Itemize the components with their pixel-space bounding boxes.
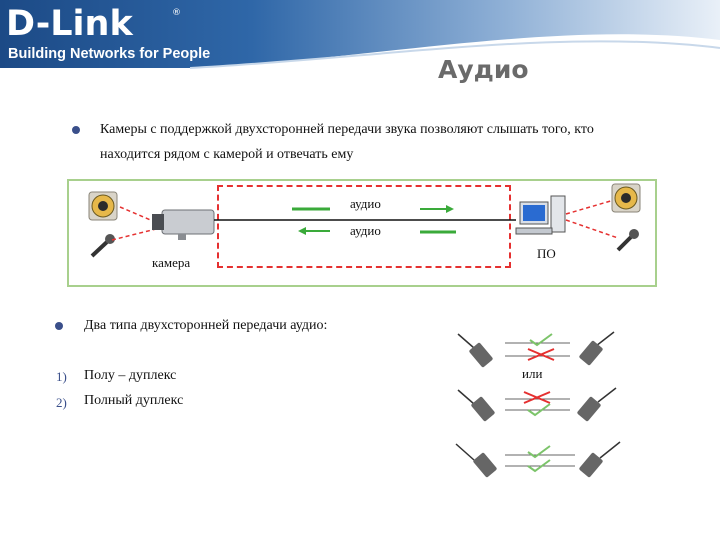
bullet1-line2: находится рядом с камерой и отвечать ему (100, 147, 354, 162)
list-num-1: 1) (56, 369, 67, 384)
speaker-icon-left (88, 191, 118, 221)
list-num-2: 2) (56, 395, 67, 410)
bullet2-text: Два типа двухсторонней передачи аудио: (84, 318, 328, 333)
walkie-talkie-illustration (455, 331, 621, 478)
link-line-mic-left (111, 227, 161, 241)
audio-label-bottom: аудио (350, 223, 381, 238)
slide-title: Аудио (438, 55, 529, 84)
audio-diagram-frame (67, 179, 657, 287)
radio-pair-2 (457, 387, 617, 422)
link-line-speaker-right (565, 199, 615, 215)
microphone-icon-left (90, 234, 115, 258)
camera-label: камера (152, 255, 191, 270)
microphone-icon-right (616, 229, 639, 252)
logo-name: D-Link (6, 4, 133, 44)
header-wave (0, 0, 720, 69)
speaker-icon-right (611, 183, 641, 213)
pc-label: ПО (537, 246, 556, 261)
header-banner: D-Link ® Building Networks for People (0, 0, 720, 70)
list-item-full-duplex: Полный дуплекс (84, 393, 184, 408)
or-label: или (522, 366, 543, 381)
list-item-half-duplex: Полу – дуплекс (84, 368, 177, 383)
audio-label-top: аудио (350, 196, 381, 211)
pc-icon (515, 195, 566, 235)
radio-pair-1 (457, 331, 615, 368)
link-line-mic-right (565, 219, 619, 239)
logo-tagline: Building Networks for People (8, 46, 211, 62)
dlink-logo: D-Link ® Building Networks for People (6, 4, 210, 66)
transmission-dashed-box (217, 185, 511, 268)
radio-pair-3 (455, 441, 621, 478)
bullet1-line1: Камеры с поддержкой двухсторонней переда… (100, 122, 594, 137)
bullet-dot-2 (55, 322, 63, 330)
bullet-dot-1 (72, 126, 80, 134)
logo-registered: ® (172, 8, 181, 18)
camera-icon (152, 209, 215, 240)
